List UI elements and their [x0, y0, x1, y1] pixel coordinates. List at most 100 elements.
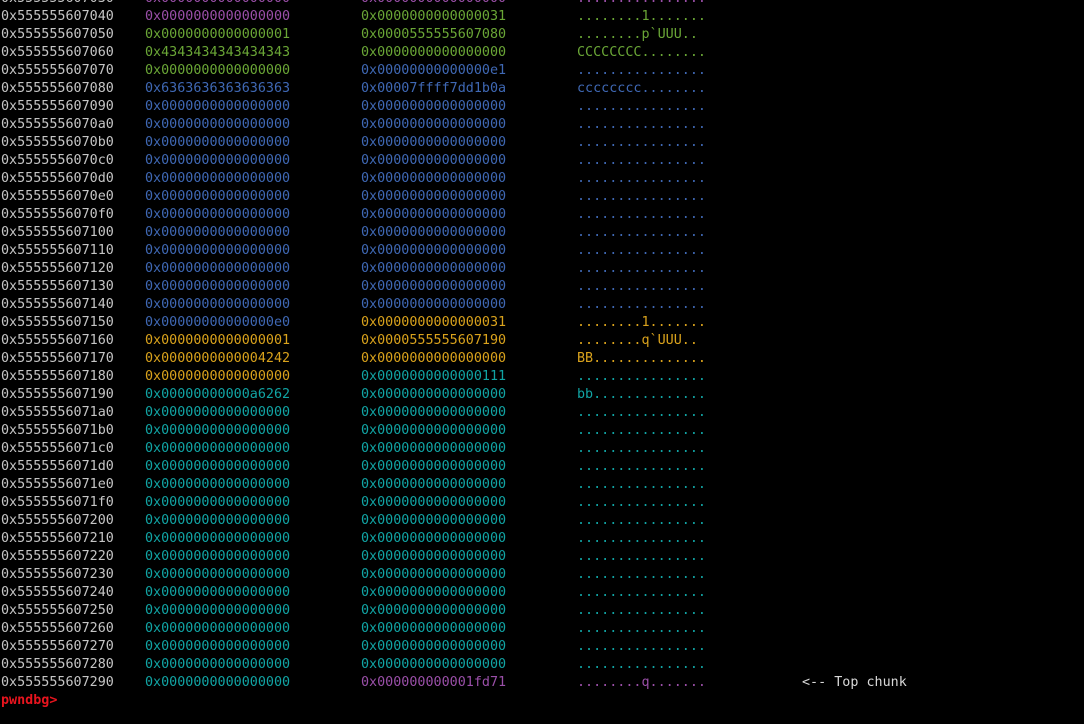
row-qword-1: 0x0000000000000000 [145, 261, 291, 276]
row-ascii: ................ [577, 225, 706, 240]
row-ascii: ................ [577, 189, 706, 204]
row-qword-2: 0x0000000000000000 [361, 297, 507, 312]
row-qword-2: 0x0000000000000000 [361, 657, 507, 672]
row-ascii: ................ [577, 639, 706, 654]
row-qword-2: 0x0000000000000000 [361, 585, 507, 600]
row-qword-2: 0x0000000000000000 [361, 459, 507, 474]
row-ascii: ................ [577, 279, 706, 294]
row-address: 0x555555607200 [1, 513, 114, 528]
row-address: 0x555555607030 [1, 0, 114, 8]
row-ascii: ................ [577, 603, 706, 618]
row-qword-2: 0x0000000000000000 [361, 441, 507, 456]
pwndbg-prompt: pwndbg> [1, 693, 58, 708]
row-qword-1: 0x0000000000000000 [145, 513, 291, 528]
row-ascii: cccccccc........ [577, 81, 706, 96]
row-address: 0x555555607290 [1, 675, 114, 690]
row-address: 0x555555607100 [1, 225, 114, 240]
row-ascii: BB.............. [577, 351, 706, 366]
row-qword-2: 0x0000000000000000 [361, 621, 507, 636]
row-address: 0x555555607080 [1, 81, 114, 96]
row-qword-1: 0x6363636363636363 [145, 81, 291, 96]
heap-dump: 0x555555607030 0x0000000000000000 0x000000… [0, 0, 1084, 690]
row-qword-2: 0x0000000000000111 [361, 369, 507, 384]
row-ascii: ................ [577, 477, 706, 492]
row-qword-1: 0x0000000000000000 [145, 243, 291, 258]
row-address: 0x555555607210 [1, 531, 114, 546]
row-qword-2: 0x0000000000000000 [361, 243, 507, 258]
row-ascii: ........p`UUU.. [577, 27, 698, 42]
row-qword-1: 0x0000000000000000 [145, 99, 291, 114]
row-qword-2: 0x0000555555607190 [361, 333, 507, 348]
row-address: 0x5555556071f0 [1, 495, 114, 510]
row-qword-2: 0x00007ffff7dd1b0a [361, 81, 507, 96]
row-qword-1: 0x0000000000000000 [145, 567, 291, 582]
row-qword-1: 0x0000000000000000 [145, 297, 291, 312]
heap-row: 0x5555556071b0 0x0000000000000000 0x000000… [0, 422, 1084, 440]
row-address: 0x5555556070a0 [1, 117, 114, 132]
top-chunk-annotation: <-- Top chunk [802, 675, 907, 690]
row-ascii: CCCCCCCC........ [577, 45, 706, 60]
row-qword-1: 0x00000000000a6262 [145, 387, 291, 402]
row-address: 0x5555556070d0 [1, 171, 114, 186]
row-qword-1: 0x0000000000000000 [145, 675, 291, 690]
row-qword-2: 0x0000000000000000 [361, 171, 507, 186]
row-qword-1: 0x0000000000000000 [145, 603, 291, 618]
row-qword-2: 0x0000000000000000 [361, 495, 507, 510]
row-ascii: ................ [577, 531, 706, 546]
row-ascii: ................ [577, 459, 706, 474]
row-ascii: ........1....... [577, 315, 706, 330]
row-qword-1: 0x0000000000000000 [145, 549, 291, 564]
row-qword-1: 0x0000000000000000 [145, 9, 291, 24]
row-ascii: ................ [577, 585, 706, 600]
row-qword-2: 0x0000000000000000 [361, 423, 507, 438]
row-qword-2: 0x0000000000000000 [361, 117, 507, 132]
row-qword-2: 0x0000000000000000 [361, 387, 507, 402]
row-address: 0x555555607040 [1, 9, 114, 24]
row-qword-2: 0x0000000000000031 [361, 315, 507, 330]
row-address: 0x5555556070f0 [1, 207, 114, 222]
heap-row: 0x5555556070300x00000000000000000x000000… [0, 0, 1084, 8]
row-ascii: ................ [577, 549, 706, 564]
row-qword-1: 0x0000000000000000 [145, 531, 291, 546]
row-qword-2: 0x0000000000000000 [361, 99, 507, 114]
row-qword-2: 0x0000000000000000 [361, 279, 507, 294]
row-qword-1: 0x0000000000000000 [145, 405, 291, 420]
row-qword-1: 0x0000000000000001 [145, 27, 291, 42]
row-address: 0x5555556071e0 [1, 477, 114, 492]
row-address: 0x555555607220 [1, 549, 114, 564]
row-ascii: ................ [577, 99, 706, 114]
row-address: 0x555555607280 [1, 657, 114, 672]
row-ascii: ................ [577, 657, 706, 672]
prompt-line[interactable]: pwndbg> [0, 692, 1084, 710]
row-qword-1: 0x0000000000000000 [145, 135, 291, 150]
row-address: 0x5555556071b0 [1, 423, 114, 438]
row-qword-1: 0x0000000000000000 [145, 423, 291, 438]
row-qword-1: 0x0000000000004242 [145, 351, 291, 366]
row-qword-2: 0x0000000000000000 [361, 531, 507, 546]
row-qword-1: 0x0000000000000000 [145, 207, 291, 222]
row-qword-1: 0x0000000000000000 [145, 369, 291, 384]
row-ascii: ................ [577, 135, 706, 150]
row-address: 0x5555556070b0 [1, 135, 114, 150]
row-qword-1: 0x0000000000000000 [145, 621, 291, 636]
row-ascii: ................ [577, 243, 706, 258]
row-address: 0x555555607230 [1, 567, 114, 582]
row-address: 0x555555607270 [1, 639, 114, 654]
row-ascii: ................ [577, 0, 706, 8]
row-qword-1: 0x0000000000000000 [145, 585, 291, 600]
row-qword-1: 0x4343434343434343 [145, 45, 291, 60]
row-qword-2: 0x0000000000000000 [361, 405, 507, 420]
